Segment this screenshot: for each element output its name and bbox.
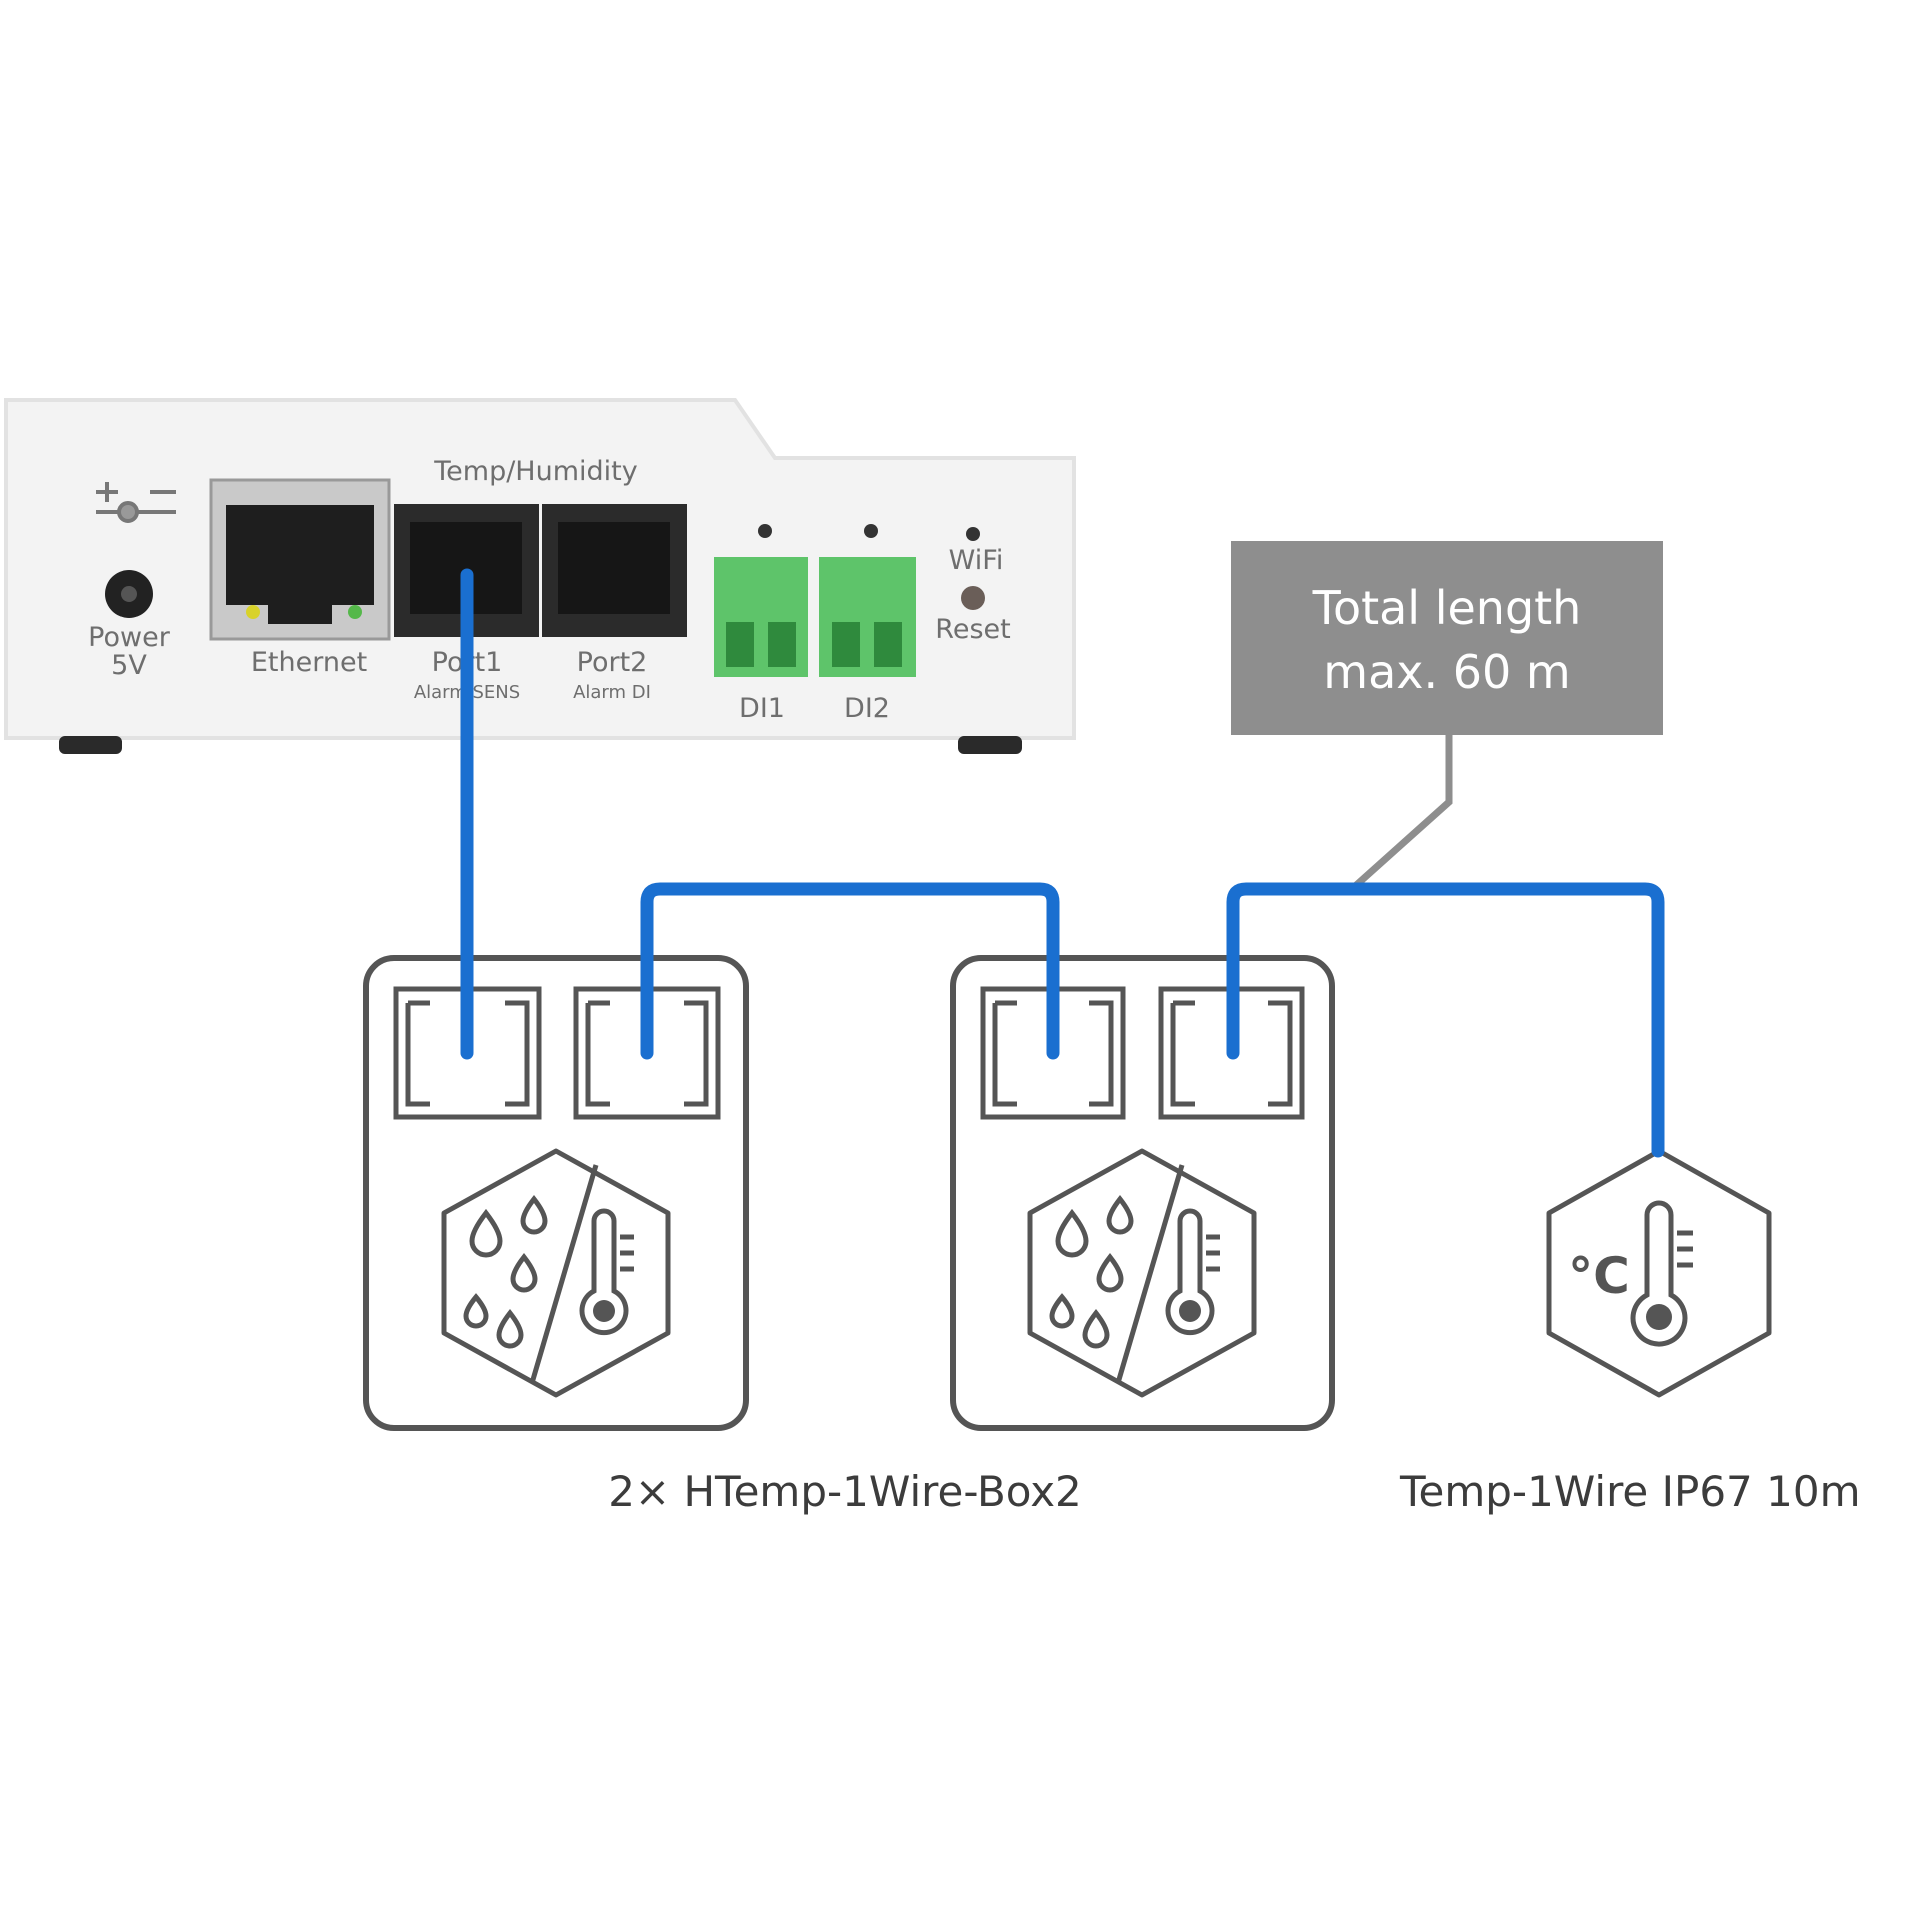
device-foot-right <box>958 736 1022 754</box>
callout-line2: max. 60 m <box>1323 645 1570 699</box>
humidity-temperature-icon <box>1027 1148 1257 1398</box>
callout-leader-line <box>1350 735 1453 891</box>
di1-terminal-block[interactable] <box>714 557 808 677</box>
temp-humidity-label: Temp/Humidity <box>433 456 637 487</box>
humidity-temperature-icon <box>441 1148 671 1398</box>
celsius-symbol: °C <box>1568 1247 1630 1305</box>
wifi-label: WiFi <box>949 545 1004 576</box>
di1-label: DI1 <box>739 693 785 724</box>
port2-label: Port2 <box>577 647 648 678</box>
thermometer-icon <box>1630 1200 1693 1347</box>
ethernet-led-green <box>348 605 362 619</box>
reset-label: Reset <box>935 614 1010 645</box>
ethernet-led-yellow <box>246 605 260 619</box>
power-label: Power <box>88 622 171 653</box>
temperature-probe: °C <box>1546 1148 1772 1398</box>
power-jack[interactable] <box>105 570 153 618</box>
reset-button[interactable] <box>961 586 985 610</box>
wifi-led <box>966 527 980 541</box>
power-polarity-icon <box>96 482 176 523</box>
sensor-box-label: 2× HTemp-1Wire-Box2 <box>608 1467 1082 1516</box>
sensor-box-2 <box>950 955 1335 1431</box>
di2-terminal-block[interactable] <box>819 557 916 677</box>
ethernet-label: Ethernet <box>251 647 367 678</box>
total-length-callout: Total length max. 60 m <box>1231 541 1663 891</box>
di2-label: DI2 <box>844 693 890 724</box>
device-front-panel: Power 5V Ethernet Temp/Humidity Port1 Al… <box>4 398 1076 754</box>
port2-sub-label: Alarm DI <box>573 682 651 703</box>
cable-box1-to-box2 <box>640 882 1060 1060</box>
sensor-box-1 <box>363 955 749 1431</box>
power-voltage-label: 5V <box>111 650 147 681</box>
cable-box2-to-probe <box>1226 882 1665 1158</box>
callout-line1: Total length <box>1312 581 1582 635</box>
di1-led <box>758 524 772 538</box>
port2-rj-jack[interactable] <box>542 504 687 637</box>
probe-label: Temp-1Wire IP67 10m <box>1399 1467 1860 1516</box>
device-foot-left <box>59 736 122 754</box>
ethernet-port[interactable] <box>209 478 391 641</box>
one-wire-cables <box>460 568 1665 1158</box>
di2-led <box>864 524 878 538</box>
